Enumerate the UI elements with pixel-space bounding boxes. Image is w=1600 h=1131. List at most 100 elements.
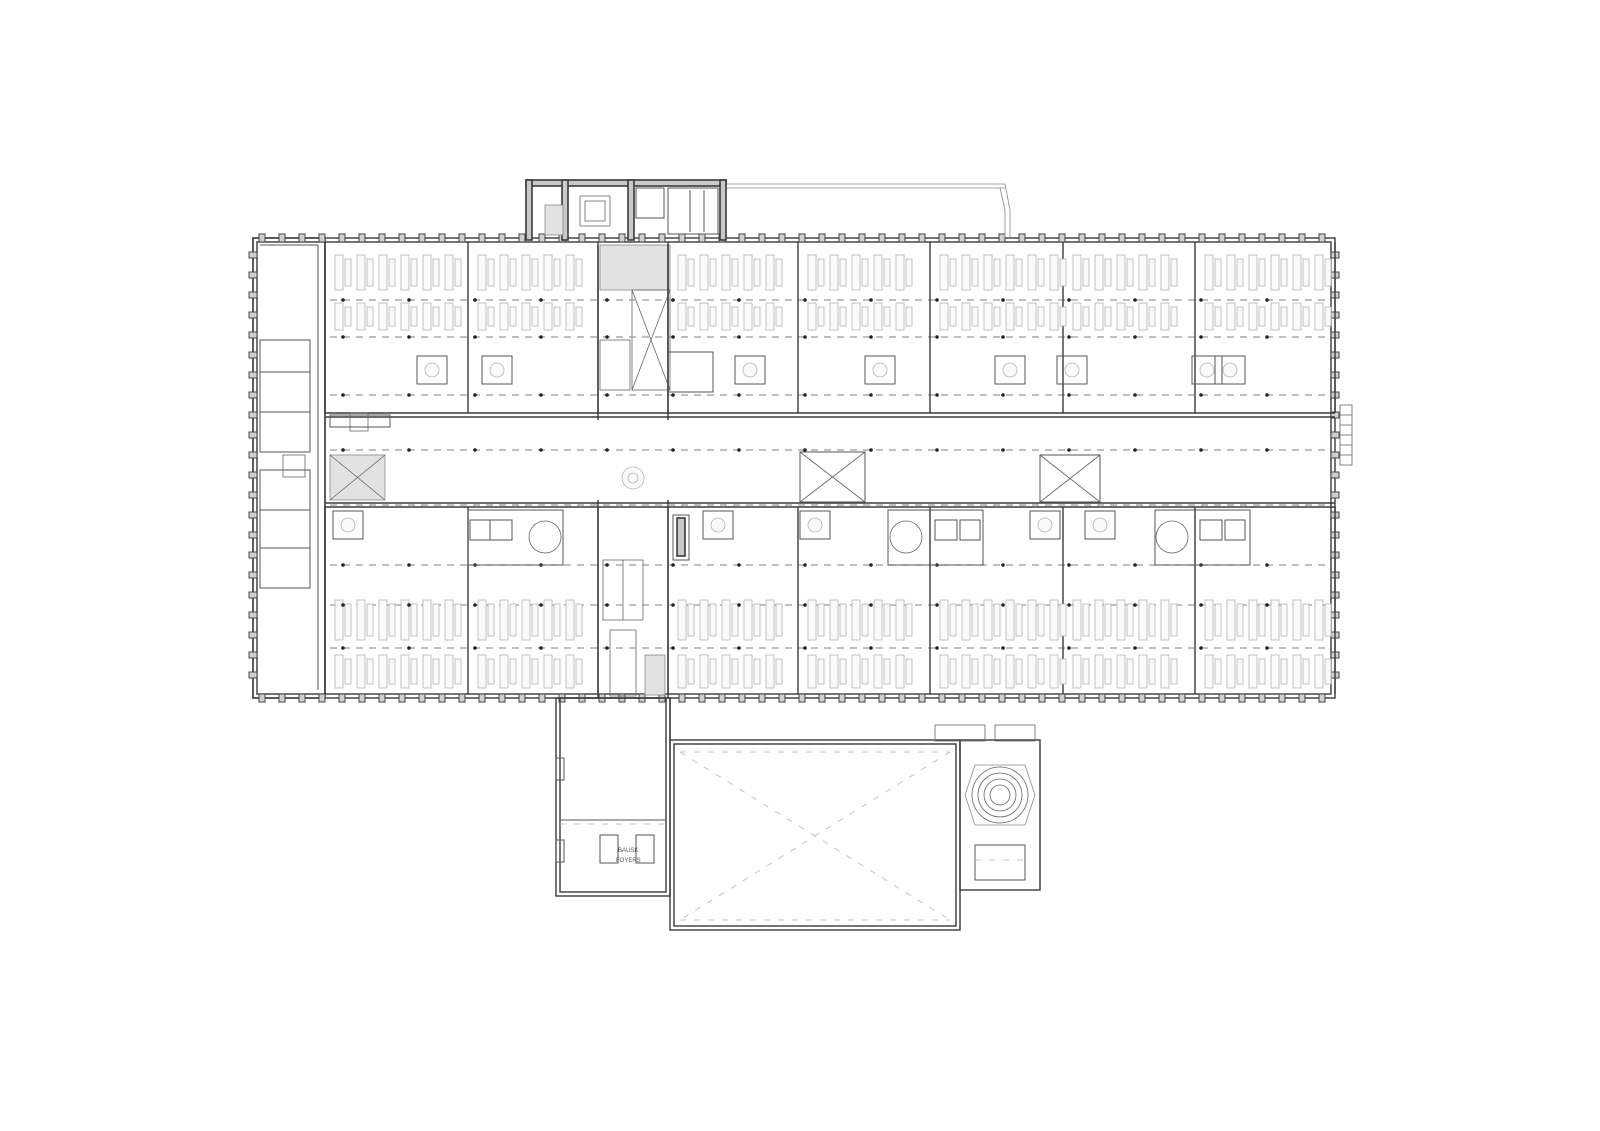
desk-icon	[1126, 658, 1134, 685]
pilaster	[1078, 693, 1086, 703]
desk-icon	[477, 654, 487, 689]
desk-icon	[829, 599, 839, 641]
pilaster	[978, 233, 986, 243]
desk-icon	[344, 306, 352, 327]
round-table-icon	[1002, 362, 1018, 378]
desk-icon	[410, 306, 418, 327]
pilaster	[248, 291, 258, 299]
desk-icon	[677, 599, 687, 641]
pilaster	[248, 351, 258, 359]
desk-icon	[454, 658, 462, 685]
desk-icon	[509, 306, 517, 327]
desk-icon	[1236, 306, 1244, 327]
desk-icon	[895, 599, 905, 641]
desk-icon	[366, 658, 374, 685]
desk-icon	[971, 258, 979, 287]
desk-icon	[444, 599, 454, 641]
desk-icon	[1270, 599, 1280, 641]
pilaster	[1198, 693, 1206, 703]
column-icon	[1067, 646, 1071, 650]
desk-icon	[553, 603, 561, 637]
desk-icon	[939, 599, 949, 641]
pilaster	[258, 693, 266, 703]
desk-icon	[334, 599, 344, 641]
desk-icon	[1049, 654, 1059, 689]
round-table-icon	[424, 362, 440, 378]
column-icon	[803, 563, 807, 567]
desk-icon	[829, 302, 839, 331]
desk-icon	[677, 254, 687, 291]
pilaster	[248, 451, 258, 459]
desk-icon	[487, 258, 495, 287]
desk-icon	[687, 658, 695, 685]
pilaster	[1218, 233, 1226, 243]
desk-icon	[388, 258, 396, 287]
column-icon	[605, 448, 609, 452]
pilaster	[248, 311, 258, 319]
desk-icon	[949, 306, 957, 327]
column-icon	[539, 603, 543, 607]
south-hall	[669, 698, 961, 931]
desk-icon	[873, 599, 883, 641]
column-icon	[737, 298, 741, 302]
desk-icon	[1302, 306, 1310, 327]
desk-icon	[753, 258, 761, 287]
desk-icon	[677, 654, 687, 689]
desk-icon	[565, 599, 575, 641]
desk-icon	[378, 302, 388, 331]
pilaster	[758, 233, 766, 243]
central-core	[597, 244, 714, 698]
desk-icon	[743, 254, 753, 291]
column-icon	[407, 448, 411, 452]
desk-icon	[422, 302, 432, 331]
desk-icon	[807, 302, 817, 331]
desk-icon	[1204, 254, 1214, 291]
desk-icon	[1160, 654, 1170, 689]
desk-icon	[1116, 302, 1126, 331]
pilaster	[798, 233, 806, 243]
round-table-icon	[1199, 362, 1215, 378]
desk-icon	[1082, 658, 1090, 685]
desk-icon	[1302, 258, 1310, 287]
north-meeting-rooms	[329, 412, 391, 501]
desk-icon	[721, 654, 731, 689]
desk-icon	[1059, 306, 1067, 327]
desk-icon	[895, 254, 905, 291]
desk-icon	[378, 254, 388, 291]
desk-icon	[1324, 258, 1332, 287]
column-icon	[737, 335, 741, 339]
desk-icon	[1104, 658, 1112, 685]
pilaster	[248, 671, 258, 679]
desk-icon	[356, 599, 366, 641]
pilaster	[318, 233, 326, 243]
desk-icon	[1027, 654, 1037, 689]
column-icon	[935, 335, 939, 339]
desk-icon	[454, 603, 462, 637]
pilaster	[248, 531, 258, 539]
structural-grid	[330, 299, 1330, 649]
desk-icon	[499, 654, 509, 689]
column-icon	[935, 448, 939, 452]
desk-icon	[1005, 302, 1015, 331]
column-icon	[605, 603, 609, 607]
column-icon	[1199, 335, 1203, 339]
pilaster	[898, 233, 906, 243]
pilaster	[248, 371, 258, 379]
pilaster	[1018, 233, 1026, 243]
column-icon	[1001, 448, 1005, 452]
desk-icon	[1037, 258, 1045, 287]
desk-icon	[565, 654, 575, 689]
desk-icon	[1049, 302, 1059, 331]
desk-icon	[531, 306, 539, 327]
pilaster	[1278, 233, 1286, 243]
desk-icon	[873, 254, 883, 291]
column-icon	[539, 448, 543, 452]
desk-icon	[509, 658, 517, 685]
column-icon	[869, 298, 873, 302]
desk-icon	[499, 254, 509, 291]
pilaster	[358, 693, 366, 703]
desk-icon	[344, 603, 352, 637]
rotunda	[934, 724, 1041, 891]
desk-icon	[1072, 654, 1082, 689]
desk-icon	[1270, 254, 1280, 291]
